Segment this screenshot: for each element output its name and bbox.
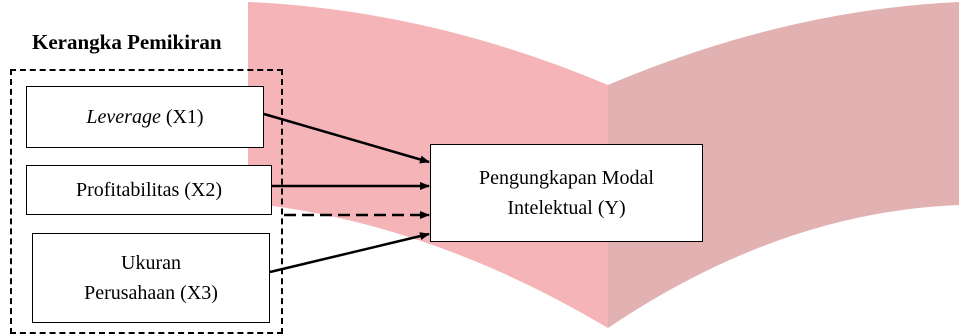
watermark-left-page: [248, 2, 608, 328]
node-x3-line1: Ukuran: [121, 252, 181, 274]
node-y-line2: Intelektual (Y): [507, 197, 626, 219]
node-x1-code: (X1): [160, 106, 204, 128]
node-y-line1: Pengungkapan Modal: [479, 167, 654, 189]
arrow-x3-to-y: [269, 232, 430, 274]
watermark-right-page: [608, 2, 959, 328]
diagram-title: Kerangka Pemikiran: [32, 30, 222, 54]
node-pengungkapan-modal-intelektual-y: Pengungkapan Modal Intelektual (Y): [430, 144, 703, 242]
node-ukuran-perusahaan-x3: Ukuran Perusahaan (X3): [32, 233, 270, 323]
node-x3-line2: Perusahaan (X3): [84, 282, 218, 304]
node-x2-label: Profitabilitas (X2): [75, 179, 223, 201]
independent-variables-group: [10, 69, 283, 334]
node-x1-name: Leverage: [86, 106, 161, 128]
node-leverage-x1: Leverage (X1): [26, 86, 264, 148]
node-profitabilitas-x2: Profitabilitas (X2): [26, 165, 272, 215]
arrow-x1-to-y: [263, 112, 430, 164]
